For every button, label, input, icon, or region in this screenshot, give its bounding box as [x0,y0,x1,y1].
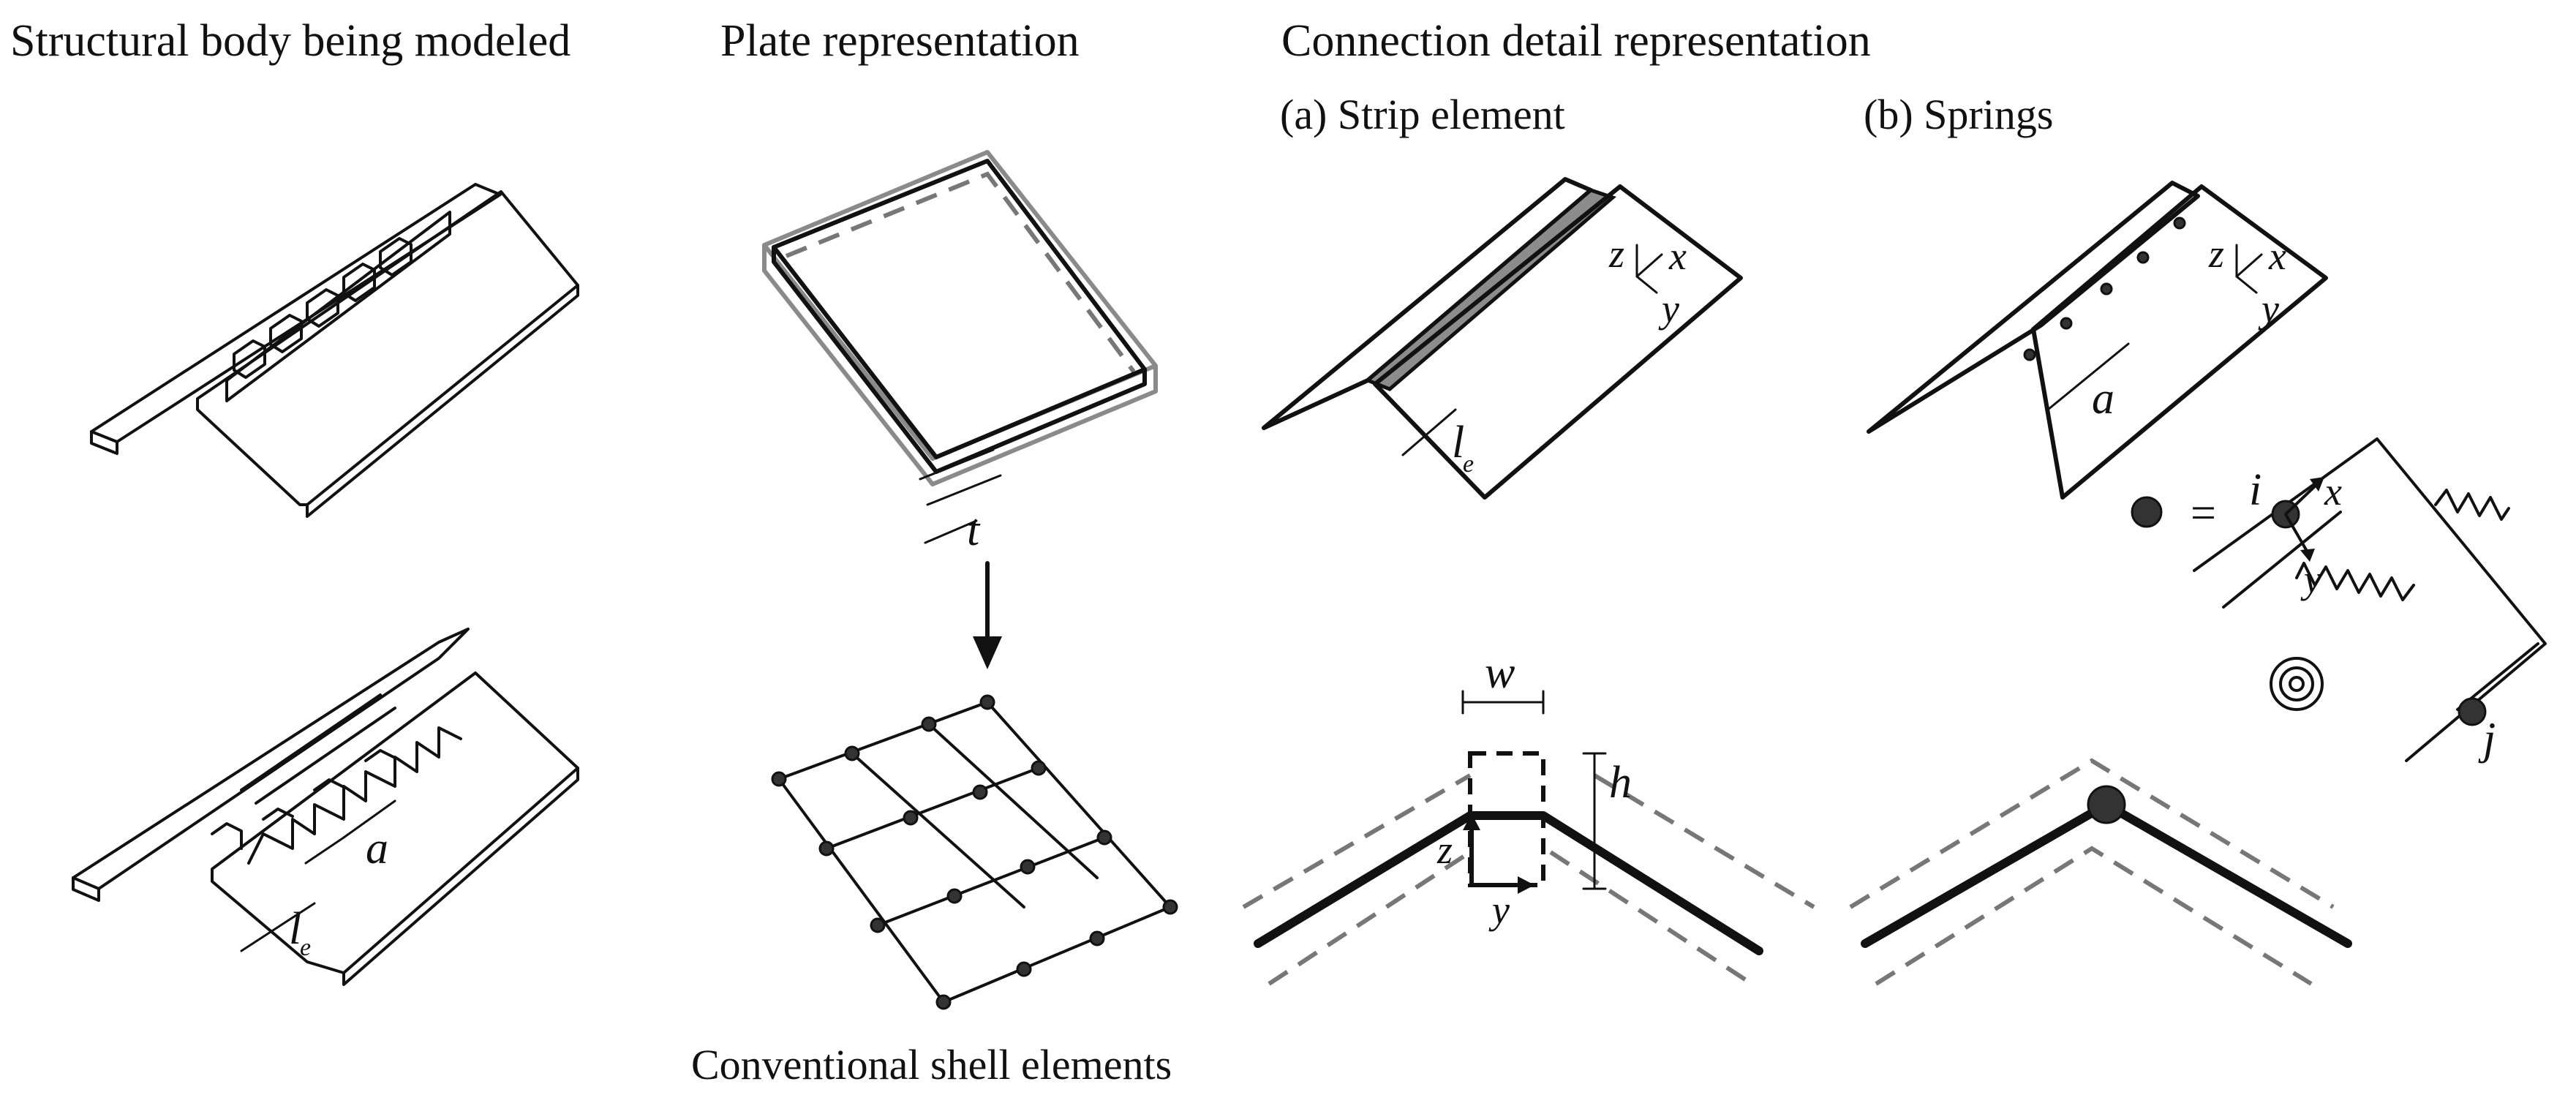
title-structural-body: Structural body being modeled [10,16,570,66]
axis-y-strip: y [1658,287,1679,331]
structural-body-assembled [90,183,579,518]
springs-diagram: a z x y [1867,181,2328,500]
title-plate-representation: Plate representation [720,16,1080,66]
axis-x-springs: x [2268,234,2286,278]
shell-node [818,840,835,857]
shell-node [921,716,937,732]
label-le-sub-body: e [300,934,311,961]
label-i: i [2249,465,2261,515]
spring-node [2100,282,2113,296]
axis-y-detail: y [2300,557,2321,601]
shell-node [1020,859,1036,875]
shell-node [979,694,995,710]
spring-model-detail: = i j x y [2131,437,2547,764]
subtitle-strip-element: (a) Strip element [1280,91,1565,138]
spring-node [2023,348,2036,361]
axis-z-springs: z [2208,232,2224,276]
axis-y-section: y [1488,888,1510,932]
title-connection-detail: Connection detail representation [1281,16,1871,66]
caption-shell-elements: Conventional shell elements [691,1041,1172,1088]
label-le-body: l [289,904,301,954]
node-j [2458,697,2487,726]
shell-node [844,745,860,761]
shell-element-grid [771,694,1178,1010]
node-legend-circle [2131,496,2163,528]
structural-body-exploded: a l e [72,628,579,986]
label-le-strip: l [1452,418,1464,467]
spring-node [2060,317,2073,330]
label-t: t [967,505,981,555]
shell-node [870,917,886,933]
label-a-springs: a [2092,374,2114,424]
dimension-a-line [304,836,345,865]
dimension-le-line [240,902,316,952]
label-h: h [1609,758,1632,808]
spring-node [2173,217,2186,230]
shell-node [946,888,963,904]
shell-node [1016,961,1032,977]
axis-x-detail: x [2324,470,2342,513]
shell-node [1096,829,1112,846]
axis-y-springs: y [2258,287,2279,331]
equals-sign: = [2191,489,2216,538]
springs-cross-section [1849,758,2352,986]
shell-node [771,771,787,787]
axis-z-strip: z [1608,232,1624,276]
label-w: w [1485,648,1515,698]
shell-node [935,994,952,1010]
spring-node [2136,251,2150,264]
axis-z-section: z [1436,828,1453,872]
shell-node [972,784,988,800]
subtitle-springs: (b) Springs [1864,91,2053,138]
label-a-body: a [366,824,388,873]
label-le-sub-strip: e [1463,451,1474,478]
spring-node-section [2087,785,2126,824]
plate-representation: t [762,150,1158,669]
strip-element-diagram: z x y l e [1262,177,1743,500]
shell-node [1162,899,1178,915]
shell-node [1089,930,1105,947]
shell-node [903,810,919,826]
strip-cross-section: w h z y [1242,648,1815,986]
shell-node [1031,760,1047,776]
axis-x-strip: x [1668,234,1687,278]
